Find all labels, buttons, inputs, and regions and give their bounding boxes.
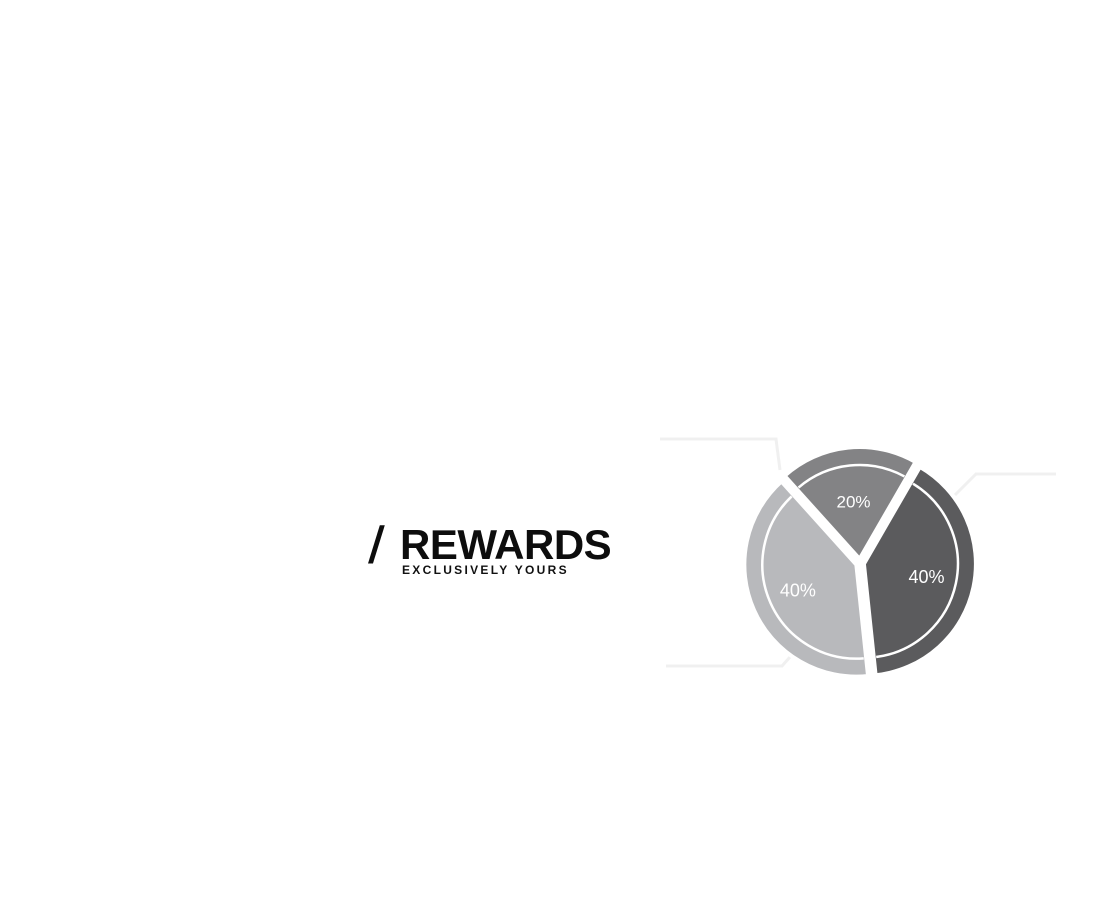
slice-label: 20% [837,492,871,511]
slice-label: 40% [908,567,944,587]
leader-line [953,472,1056,497]
inner-ring [761,463,960,660]
leader-line [666,647,800,668]
pie-slices [742,445,978,679]
inner-ring-arc [876,482,960,659]
inner-ring-arc [797,463,906,489]
pie-slice [742,479,871,679]
logo-slash: / [368,516,385,570]
logo-tagline: EXCLUSIVELY YOURS [402,563,569,577]
slice-labels: 40% 40% 20% [780,492,945,600]
logo-wordmark: REWARDS [400,521,612,568]
inner-ring-arc [761,495,864,660]
rewards-logo: / REWARDS EXCLUSIVELY YOURS [368,520,638,580]
leader-line [660,437,782,471]
slice-label: 40% [780,581,816,601]
